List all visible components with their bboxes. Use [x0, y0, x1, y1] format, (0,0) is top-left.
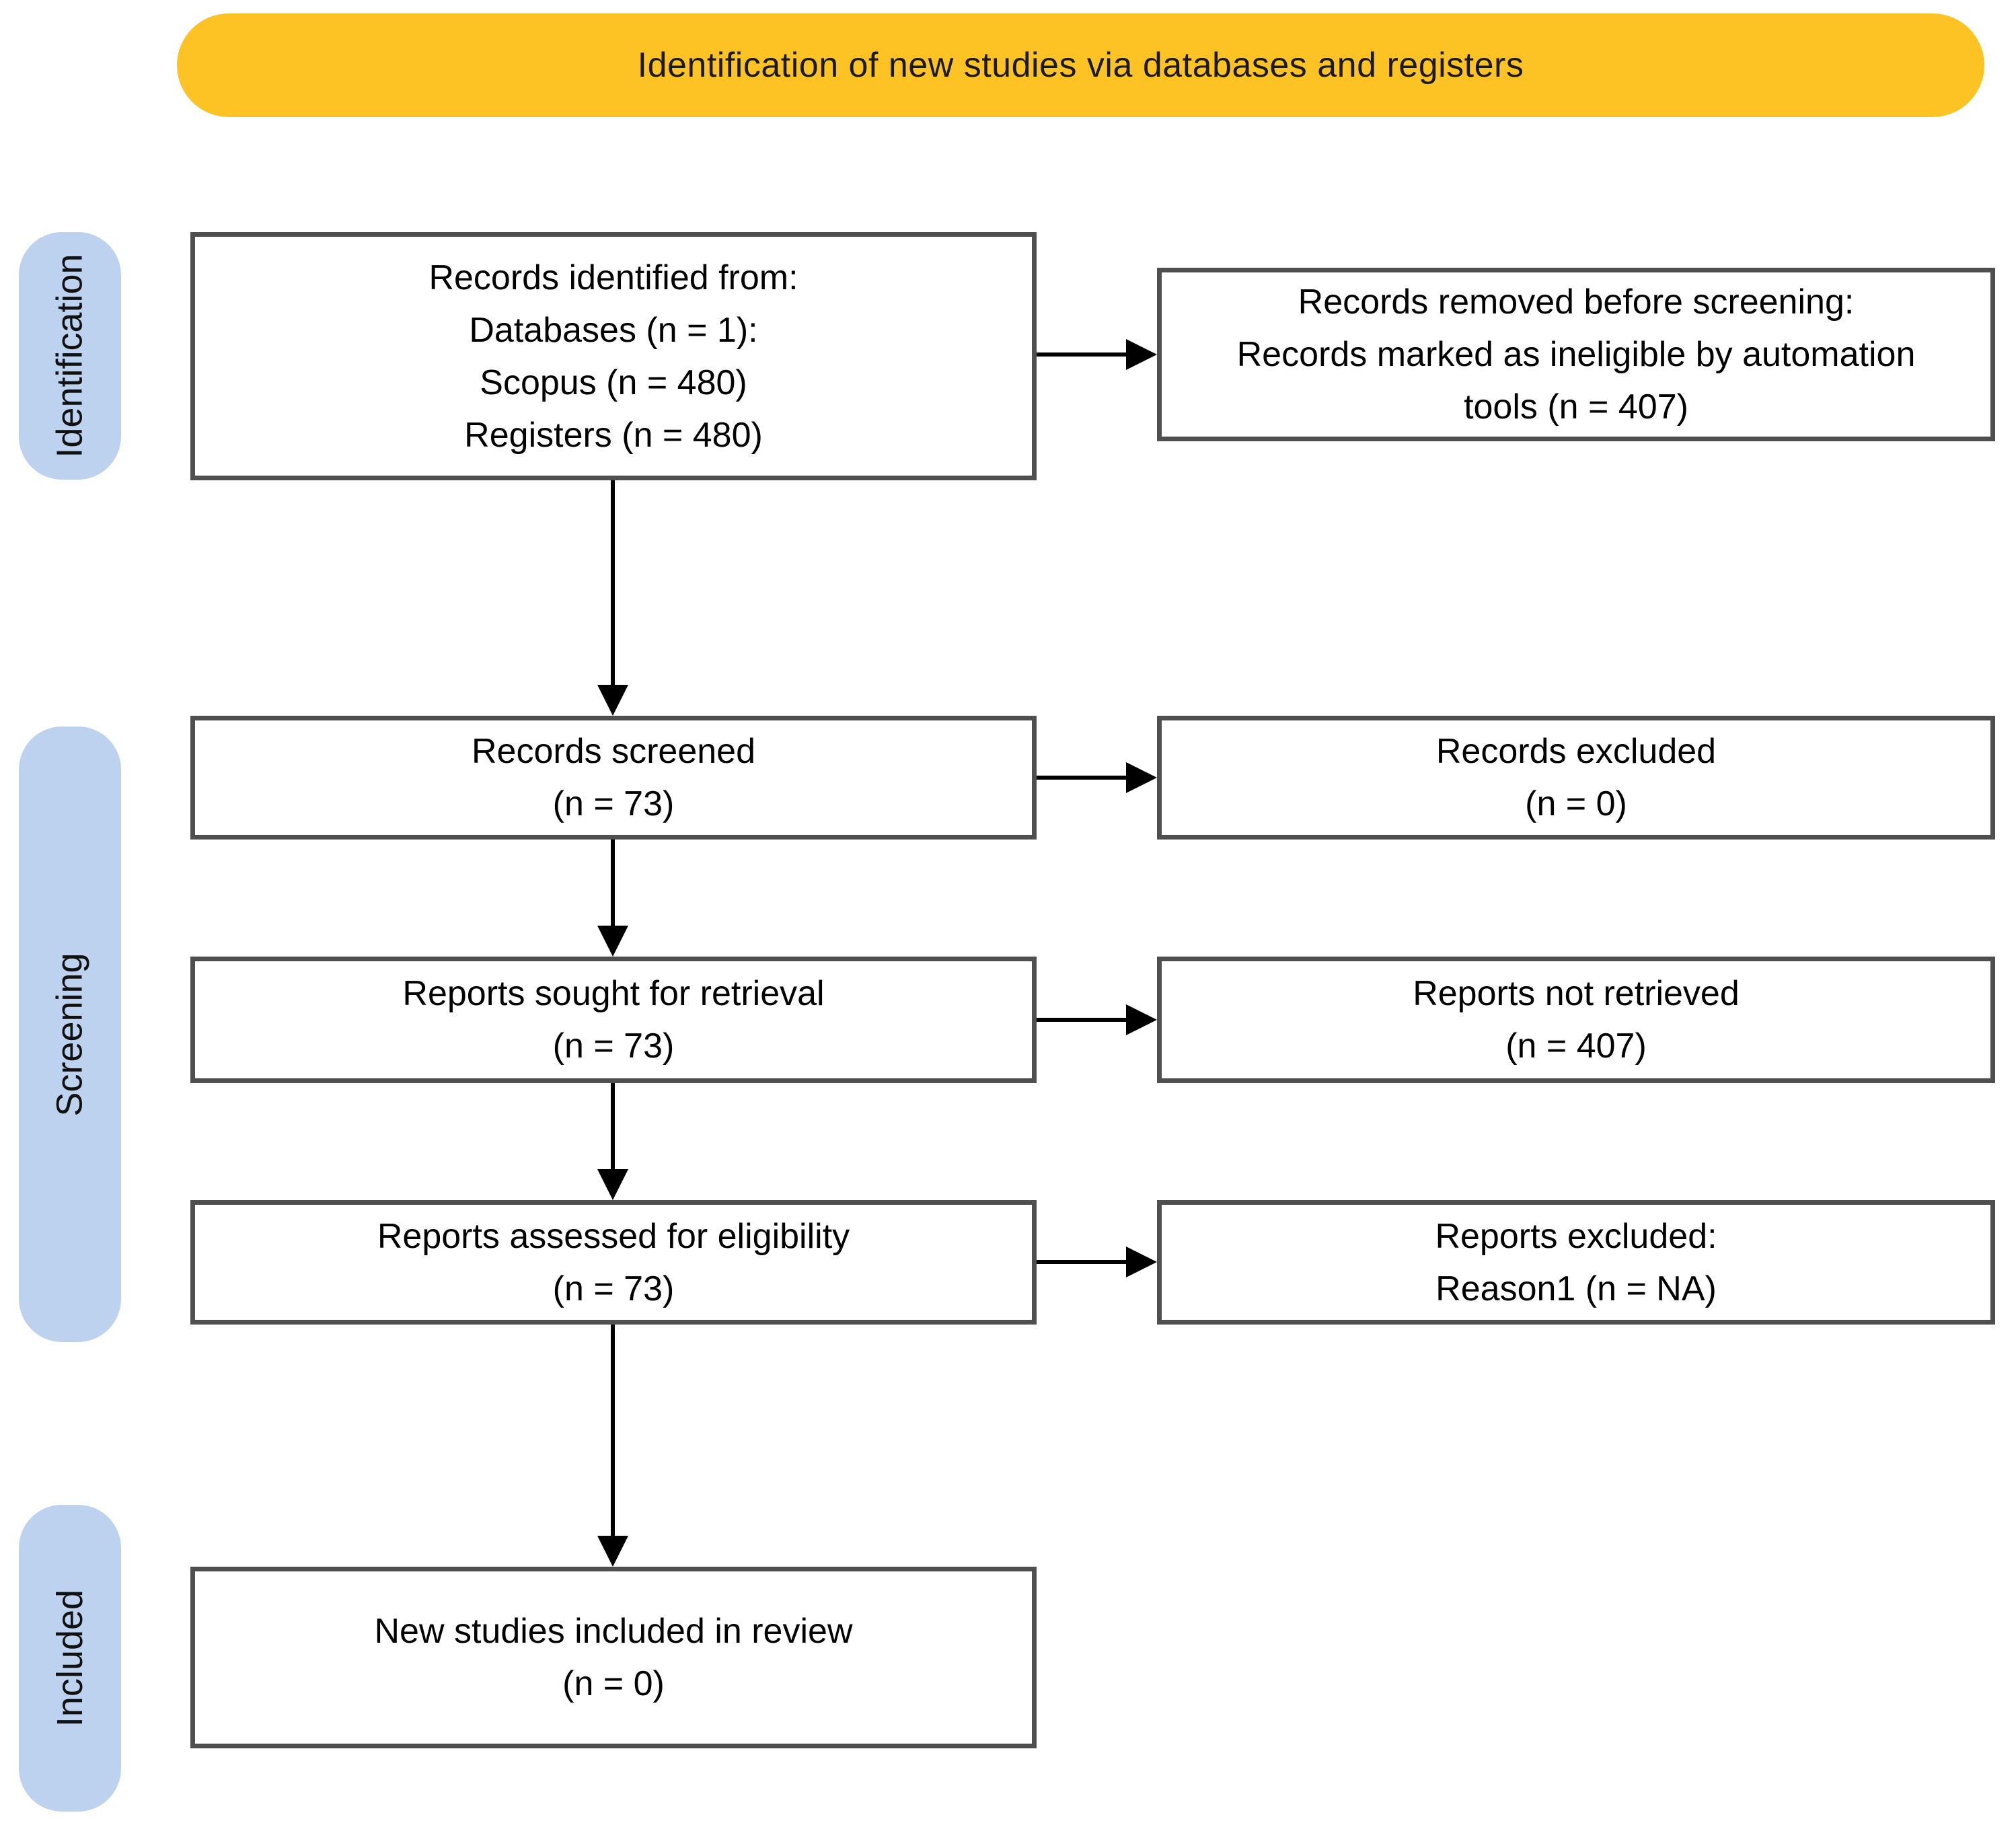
- box-records-removed: Records removed before screening: Record…: [1157, 268, 1995, 441]
- box-records-identified-line: Records identified from:: [428, 258, 798, 297]
- right-arrow-screened-to-excluded: [1037, 776, 1126, 780]
- box-new-studies-included-line: (n = 0): [562, 1664, 665, 1703]
- box-records-excluded-line: (n = 0): [1525, 784, 1627, 823]
- box-records-identified-line: Registers (n = 480): [464, 415, 763, 455]
- box-records-removed-line: tools (n = 407): [1464, 387, 1688, 426]
- box-reports-excluded-line: Reports excluded:: [1435, 1216, 1717, 1256]
- box-records-excluded: Records excluded (n = 0): [1157, 716, 1995, 840]
- box-new-studies-included: New studies included in review (n = 0): [190, 1567, 1037, 1748]
- box-reports-assessed-line: (n = 73): [552, 1269, 675, 1308]
- stage-label-screening-text: Screening: [50, 952, 91, 1117]
- box-reports-assessed-line: Reports assessed for eligibility: [377, 1216, 850, 1256]
- box-reports-sought-line: (n = 73): [552, 1027, 675, 1066]
- box-reports-sought-line: Reports sought for retrieval: [402, 974, 825, 1013]
- box-records-screened-line: Records screened: [472, 732, 755, 771]
- right-arrow-assessed-to-excluded: [1037, 1260, 1126, 1264]
- banner-title: Identification of new studies via databa…: [177, 13, 1984, 117]
- stage-label-included: Included: [19, 1505, 121, 1812]
- down-arrow-screened-to-sought: [611, 840, 615, 926]
- box-records-removed-line: Records removed before screening:: [1298, 283, 1855, 322]
- box-reports-not-retrieved: Reports not retrieved (n = 407): [1157, 957, 1995, 1083]
- box-reports-sought: Reports sought for retrieval (n = 73): [190, 957, 1037, 1083]
- box-records-excluded-line: Records excluded: [1435, 732, 1717, 771]
- right-arrow-sought-to-not-retrieved: [1037, 1018, 1126, 1022]
- box-reports-excluded: Reports excluded: Reason1 (n = NA): [1157, 1200, 1995, 1325]
- down-arrow-assessed-to-included: [611, 1325, 615, 1536]
- box-records-identified: Records identified from: Databases (n = …: [190, 232, 1037, 480]
- stage-label-identification-text: Identification: [50, 254, 91, 458]
- down-arrow-sought-to-assessed: [611, 1083, 615, 1169]
- down-arrow-identified-to-screened: [611, 480, 615, 685]
- box-reports-excluded-line: Reason1 (n = NA): [1435, 1269, 1717, 1308]
- stage-label-screening: Screening: [19, 727, 121, 1342]
- box-records-identified-line: Scopus (n = 480): [480, 363, 747, 402]
- stage-label-identification: Identification: [19, 232, 121, 480]
- stage-label-included-text: Included: [50, 1589, 91, 1727]
- box-reports-assessed: Reports assessed for eligibility (n = 73…: [190, 1200, 1037, 1325]
- right-arrow-identified-to-removed: [1037, 352, 1126, 357]
- box-records-identified-line: Databases (n = 1):: [469, 310, 758, 350]
- box-records-removed-line: Records marked as ineligible by automati…: [1236, 335, 1916, 374]
- box-records-screened-line: (n = 73): [552, 784, 675, 823]
- box-reports-not-retrieved-line: (n = 407): [1505, 1027, 1647, 1066]
- box-reports-not-retrieved-line: Reports not retrieved: [1413, 974, 1740, 1013]
- box-records-screened: Records screened (n = 73): [190, 716, 1037, 840]
- box-new-studies-included-line: New studies included in review: [374, 1612, 853, 1651]
